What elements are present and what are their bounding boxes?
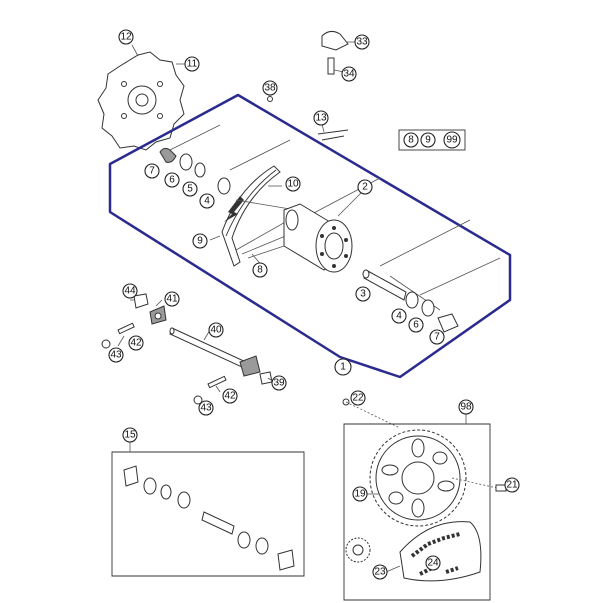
callout-4b: 4 (391, 308, 407, 324)
svg-text:2: 2 (362, 182, 368, 193)
svg-text:40: 40 (210, 325, 222, 336)
callout-38: 38 (262, 80, 278, 96)
svg-text:23: 23 (374, 567, 386, 578)
callout-11: 11 (184, 56, 200, 72)
svg-text:24: 24 (427, 558, 439, 569)
svg-text:43: 43 (200, 403, 212, 414)
callout-43b: 43 (198, 400, 214, 416)
chain-adjuster-left (133, 293, 167, 325)
adjuster-bolt-lower (193, 375, 227, 405)
callout-8: 8 (252, 262, 268, 278)
rotation-arrow (224, 196, 244, 222)
svg-text:7: 7 (434, 332, 440, 343)
chain (399, 521, 482, 582)
callout-21: 21 (504, 477, 520, 493)
svg-text:4: 4 (204, 196, 210, 207)
callout-33: 33 (354, 34, 370, 50)
sprocket-bolt (342, 398, 401, 429)
callout-1: 1 (334, 358, 352, 376)
callout-42a: 42 (128, 335, 144, 351)
svg-text:10: 10 (287, 179, 299, 190)
svg-text:99: 99 (446, 135, 458, 146)
callout-9: 9 (192, 233, 208, 249)
callout-7a: 7 (144, 163, 160, 179)
svg-text:1: 1 (340, 362, 346, 373)
svg-text:8: 8 (257, 265, 263, 276)
svg-text:44: 44 (124, 286, 136, 297)
wheel-assembly-frame (108, 93, 512, 379)
svg-text:6: 6 (413, 320, 419, 331)
svg-text:13: 13 (315, 113, 327, 124)
svg-text:42: 42 (130, 338, 142, 349)
svg-text:9: 9 (425, 135, 431, 146)
callout-2: 2 (357, 179, 373, 195)
left-bearing-stack (159, 147, 231, 195)
svg-text:4: 4 (396, 311, 402, 322)
spacer (362, 269, 407, 301)
axle (169, 327, 273, 385)
svg-text:7: 7 (149, 166, 155, 177)
callout-6a: 6 (164, 172, 180, 188)
svg-text:8: 8 (408, 135, 414, 146)
callout-40: 40 (208, 322, 224, 338)
brake-disc (97, 44, 186, 151)
callout-19: 19 (352, 486, 368, 502)
svg-text:38: 38 (264, 83, 276, 94)
svg-text:5: 5 (187, 184, 193, 195)
kit-callout-99: 99 (443, 131, 461, 149)
right-bearing-stack (405, 291, 459, 333)
callout-42b: 42 (222, 388, 238, 404)
svg-text:11: 11 (187, 59, 198, 70)
svg-text:41: 41 (166, 294, 178, 305)
svg-text:98: 98 (460, 402, 472, 413)
callout-23: 23 (372, 564, 388, 580)
svg-text:42: 42 (224, 391, 236, 402)
svg-text:15: 15 (124, 430, 136, 441)
svg-text:39: 39 (273, 378, 285, 389)
spoke-clip (317, 123, 349, 141)
svg-text:3: 3 (360, 289, 366, 300)
kit-callout-8: 8 (403, 132, 419, 148)
callout-6b: 6 (408, 317, 424, 333)
kit-box (398, 129, 466, 151)
rear-sprocket (369, 429, 467, 527)
callout-10: 10 (285, 176, 301, 192)
callout-98: 98 (458, 399, 474, 415)
callout-7b: 7 (429, 329, 445, 345)
front-sprocket (345, 537, 371, 563)
callout-5: 5 (182, 181, 198, 197)
kit-callout-9: 9 (420, 132, 436, 148)
sprocket-box (343, 423, 491, 601)
callout-24: 24 (425, 555, 441, 571)
callout-4a: 4 (199, 193, 215, 209)
callout-43a: 43 (108, 347, 124, 363)
adjuster-bolt-upper (101, 322, 135, 349)
svg-text:12: 12 (120, 32, 132, 43)
callout-41: 41 (164, 291, 180, 307)
svg-text:9: 9 (197, 236, 203, 247)
svg-text:22: 22 (352, 393, 364, 404)
callout-13: 13 (313, 110, 329, 126)
svg-text:6: 6 (169, 175, 175, 186)
callout-15: 15 (122, 427, 138, 443)
callout-44: 44 (122, 283, 138, 299)
callout-22: 22 (350, 390, 366, 406)
spare-parts-stack (123, 465, 295, 571)
spare-parts-box (111, 451, 305, 577)
svg-text:21: 21 (506, 480, 518, 491)
callout-12: 12 (118, 29, 134, 45)
callout-3: 3 (355, 286, 371, 302)
callout-39: 39 (271, 375, 287, 391)
hub (283, 203, 353, 273)
svg-text:43: 43 (110, 350, 122, 361)
svg-text:19: 19 (354, 489, 366, 500)
svg-text:34: 34 (343, 69, 355, 80)
svg-text:33: 33 (356, 37, 368, 48)
callout-34: 34 (341, 66, 357, 82)
